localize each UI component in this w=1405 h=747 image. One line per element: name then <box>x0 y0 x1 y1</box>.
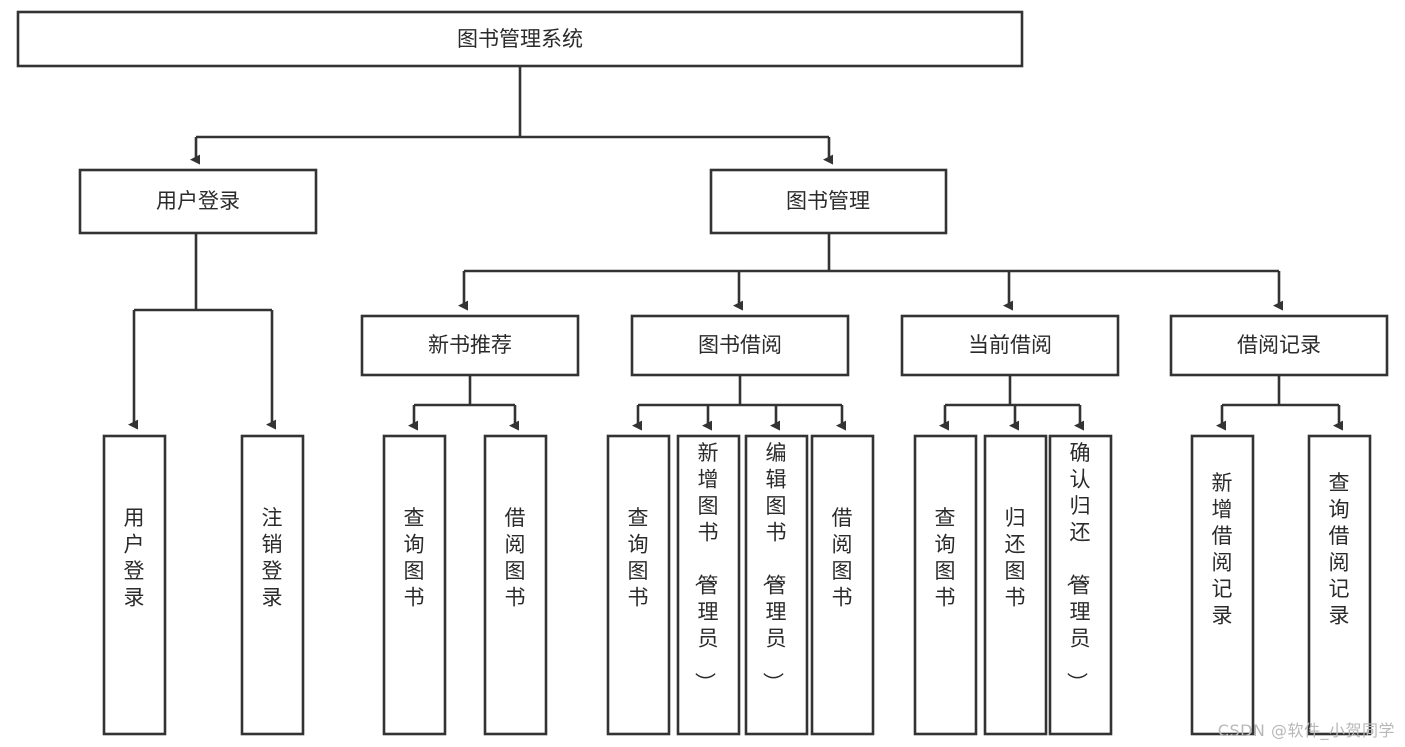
node-new-book-rec-label: 新书推荐 <box>428 333 512 357</box>
node-leaf-add-record-box <box>1190 434 1255 736</box>
node-leaf-add-book-label: 新增图书（管理员） <box>693 441 719 693</box>
node-leaf-return-book-label: 归还图书 <box>1005 506 1026 610</box>
node-book-manage-label: 图书管理 <box>786 189 870 213</box>
node-borrow-record[interactable]: 借阅记录 <box>1169 314 1389 377</box>
node-leaf-logout-login-label: 注销登录 <box>262 506 283 610</box>
node-leaf-borrow-book-1[interactable]: 借阅图书 <box>483 434 548 736</box>
node-book-manage[interactable]: 图书管理 <box>709 168 948 235</box>
node-current-borrow-box <box>900 314 1120 377</box>
node-user-login[interactable]: 用户登录 <box>78 168 318 235</box>
node-borrow-record-box <box>1169 314 1389 377</box>
node-leaf-borrow-book-2-label: 借阅图书 <box>832 506 853 610</box>
node-root[interactable]: 图书管理系统 <box>16 10 1024 68</box>
node-current-borrow[interactable]: 当前借阅 <box>900 314 1120 377</box>
node-leaf-query-book-3[interactable]: 查询图书 <box>913 434 978 736</box>
csdn-watermark: CSDN @软件_小贺同学 <box>1217 721 1395 740</box>
node-leaf-confirm-return-box <box>1048 434 1113 736</box>
node-book-borrow[interactable]: 图书借阅 <box>630 314 850 377</box>
node-leaf-confirm-return[interactable]: 确认归还（管理员） <box>1048 434 1113 736</box>
node-leaf-add-book-box <box>676 434 741 736</box>
node-leaf-query-book-3-label: 查询图书 <box>935 506 956 610</box>
node-root-label: 图书管理系统 <box>457 27 583 51</box>
node-leaf-user-login[interactable]: 用户登录 <box>102 434 167 736</box>
node-user-login-label: 用户登录 <box>156 189 240 213</box>
node-leaf-query-book-3-box <box>913 434 978 736</box>
node-leaf-borrow-book-2[interactable]: 借阅图书 <box>810 434 875 736</box>
node-leaf-return-book[interactable]: 归还图书 <box>983 434 1048 736</box>
node-new-book-rec[interactable]: 新书推荐 <box>360 314 580 377</box>
node-leaf-add-book[interactable]: 新增图书（管理员） <box>676 434 741 736</box>
node-leaf-query-book-1[interactable]: 查询图书 <box>382 434 447 736</box>
node-leaf-logout-login-box <box>240 434 305 736</box>
node-leaf-query-book-2-box <box>606 434 671 736</box>
node-leaf-return-book-box <box>983 434 1048 736</box>
node-leaf-add-record-label: 新增借阅记录 <box>1212 471 1233 628</box>
node-leaf-add-record[interactable]: 新增借阅记录 <box>1190 434 1255 736</box>
node-leaf-edit-book-box <box>744 434 809 736</box>
edge-layer <box>128 66 1343 431</box>
node-leaf-user-login-box <box>102 434 167 736</box>
node-book-borrow-box <box>630 314 850 377</box>
node-borrow-record-label: 借阅记录 <box>1237 333 1321 357</box>
node-leaf-borrow-book-1-label: 借阅图书 <box>505 506 526 610</box>
node-book-borrow-label: 图书借阅 <box>698 333 782 357</box>
node-leaf-query-book-1-box <box>382 434 447 736</box>
node-leaf-query-record-box <box>1307 434 1372 736</box>
node-leaf-query-record-label: 查询借阅记录 <box>1329 471 1350 628</box>
node-leaf-user-login-label: 用户登录 <box>124 506 145 610</box>
node-leaf-query-book-2-label: 查询图书 <box>628 506 649 610</box>
node-new-book-rec-box <box>360 314 580 377</box>
node-leaf-logout-login[interactable]: 注销登录 <box>240 434 305 736</box>
node-leaf-confirm-return-label: 确认归还（管理员） <box>1065 441 1091 693</box>
node-leaf-edit-book[interactable]: 编辑图书（管理员） <box>744 434 809 736</box>
node-leaf-edit-book-label: 编辑图书（管理员） <box>761 441 787 693</box>
node-leaf-query-record[interactable]: 查询借阅记录 <box>1307 434 1372 736</box>
node-leaf-borrow-book-1-box <box>483 434 548 736</box>
node-book-manage-box <box>709 168 948 235</box>
node-root-box <box>16 10 1024 68</box>
node-user-login-box <box>78 168 318 235</box>
node-leaf-query-book-2[interactable]: 查询图书 <box>606 434 671 736</box>
node-current-borrow-label: 当前借阅 <box>968 333 1052 357</box>
node-leaf-query-book-1-label: 查询图书 <box>404 506 425 610</box>
node-leaf-borrow-book-2-box <box>810 434 875 736</box>
